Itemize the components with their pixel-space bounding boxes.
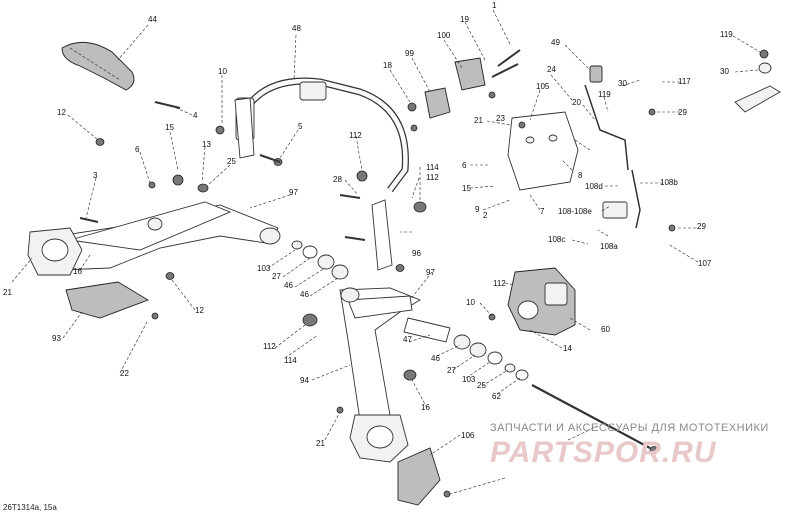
callout: 97 — [426, 268, 435, 277]
part-anti-roll-bar — [235, 77, 409, 193]
callout: 13 — [202, 140, 211, 149]
callout: 25 — [227, 157, 236, 166]
callout: 108d — [585, 182, 603, 191]
part-sensor-assembly — [584, 65, 641, 229]
part-upper-a-arm — [44, 201, 281, 271]
callout: 29 — [678, 108, 687, 117]
callout: 6 — [135, 145, 140, 154]
callout: 106 — [461, 431, 475, 440]
callout: 108-108e — [558, 207, 592, 216]
callout: 5 — [298, 122, 303, 131]
part-bracket-plate — [507, 111, 579, 191]
callout: 46 — [284, 281, 293, 290]
callout: 46 — [431, 354, 440, 363]
callout: 108c — [548, 235, 565, 244]
callout: 12 — [57, 108, 66, 117]
part-link-rods — [234, 97, 393, 271]
callout: 21 — [474, 116, 483, 125]
part-sleeve — [403, 317, 451, 343]
callout: 30 — [618, 79, 627, 88]
part-skid-guard-left — [65, 281, 150, 319]
callout: 108a — [600, 242, 618, 251]
callout: 4 — [193, 111, 198, 120]
callout: 107 — [698, 259, 712, 268]
callout: 21 — [316, 439, 325, 448]
callout: 44 — [148, 15, 157, 24]
leader-lines — [11, 9, 761, 495]
callout: 1 — [492, 1, 497, 10]
part-long-bolt — [531, 384, 659, 454]
diagram-code: 26T1314a, 15a — [3, 503, 57, 512]
callout: 112 — [426, 173, 439, 182]
callout: 27 — [272, 272, 281, 281]
callout: 12 — [195, 306, 204, 315]
part-bushings-upper — [291, 240, 349, 280]
callout: 10 — [466, 298, 475, 307]
callout: 100 — [437, 31, 451, 40]
watermark-caption: ЗАПЧАСТИ И АКСЕССУАРЫ ДЛЯ МОТОТЕХНИКИ — [490, 422, 769, 434]
callout: 108b — [660, 178, 678, 187]
callout: 119 — [598, 90, 611, 99]
part-bushings-lower — [453, 334, 529, 381]
callout: 114 — [426, 163, 439, 172]
fasteners — [79, 49, 769, 498]
callout: 99 — [405, 49, 414, 58]
part-clamps — [424, 57, 486, 119]
callout: 114 — [284, 356, 297, 365]
callout: 62 — [492, 392, 501, 401]
callout: 3 — [93, 171, 98, 180]
callout: 20 — [572, 98, 581, 107]
callout: 15 — [462, 184, 471, 193]
callout: 49 — [551, 38, 560, 47]
callout: 19 — [460, 15, 469, 24]
callout: 16 — [73, 267, 82, 276]
callout: 46 — [300, 290, 309, 299]
callout: 16 — [421, 403, 430, 412]
callout: 6 — [462, 161, 467, 170]
callout: 2 — [483, 211, 488, 220]
part-actuator — [507, 267, 576, 336]
callout: 97 — [289, 188, 298, 197]
callout: 18 — [383, 61, 392, 70]
callout: 30 — [720, 67, 729, 76]
callout: 103 — [462, 375, 476, 384]
callout: 47 — [403, 335, 412, 344]
part-knuckle-left — [27, 227, 83, 276]
callout: 27 — [447, 366, 456, 375]
callout: 25 — [477, 381, 486, 390]
callout: 29 — [697, 222, 706, 231]
callout: 105 — [536, 82, 550, 91]
callout: 7 — [540, 207, 545, 216]
callout: 24 — [547, 65, 556, 74]
part-skid-guard-bottom — [397, 447, 441, 506]
callout: 14 — [563, 344, 572, 353]
watermark-logo: PARTSPOR.RU — [490, 436, 717, 469]
callout: 117 — [678, 77, 691, 86]
callout: 21 — [3, 288, 12, 297]
part-boot — [61, 42, 135, 91]
callout: 60 — [601, 325, 610, 334]
callout: 10 — [218, 67, 227, 76]
callout: 48 — [292, 24, 301, 33]
callout: 23 — [496, 114, 505, 123]
callout: 15 — [165, 123, 174, 132]
callout: 96 — [412, 249, 421, 258]
callout: 112 — [263, 342, 276, 351]
callout: 103 — [257, 264, 271, 273]
callout: 93 — [52, 334, 61, 343]
callout: 9 — [475, 205, 480, 214]
callout: 22 — [120, 369, 129, 378]
callout: 8 — [578, 171, 583, 180]
callout: 112 — [493, 279, 506, 288]
callout: 28 — [333, 175, 342, 184]
callout-labels: 44 48 19 1 99 100 18 10 4 12 15 6 13 5 2… — [3, 1, 733, 448]
part-knuckle-bottom — [349, 414, 409, 463]
part-lower-a-arm — [339, 287, 422, 421]
callout: 119 — [720, 30, 733, 39]
callout: 94 — [300, 376, 309, 385]
callout: 112 — [349, 131, 362, 140]
part-hose — [734, 62, 781, 113]
